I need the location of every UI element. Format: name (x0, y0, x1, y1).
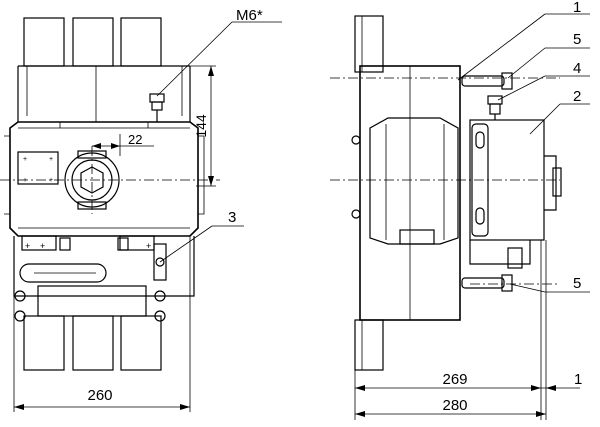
side-dimensions: 269 1 280 (354, 240, 582, 420)
side-inner-block-ribs (385, 124, 445, 240)
dim-22-arrow-left (92, 143, 101, 149)
body-side-lugs (4, 135, 205, 215)
callout-1-leader (457, 13, 546, 81)
lower-block-left (21, 235, 57, 251)
callout-2-leader (529, 103, 561, 135)
dim-1-arrow (546, 385, 556, 391)
side-inner-foot (399, 229, 435, 245)
dim-22-label: 22 (128, 132, 142, 147)
lower-block-right (119, 235, 155, 251)
bolt-4-head (487, 95, 503, 105)
lower-stud-left (59, 237, 71, 251)
nameplate-mark-4: + (49, 177, 53, 184)
lower-slot (19, 263, 107, 283)
dim-260-label: 260 (87, 387, 112, 404)
side-lower-nut (507, 247, 523, 269)
callout-4-leader (497, 75, 546, 101)
callout-4-label: 4 (573, 60, 581, 77)
bottom-terminal-right (120, 315, 162, 371)
connector-5-bottom-end (501, 274, 513, 292)
bottom-terminal-left (23, 315, 65, 371)
top-terminal-left (23, 17, 65, 67)
m6-bolt-nut (151, 101, 163, 111)
nameplate-mark-2: + (49, 156, 53, 163)
front-view: + + + + + + + (0, 17, 220, 371)
lower-stud-right (117, 237, 129, 251)
mechanism-2-cap (544, 155, 557, 211)
dim-280-arrow-right (536, 411, 546, 417)
side-pivot-top (351, 135, 361, 145)
callout-3-label: 3 (228, 209, 236, 226)
connector-5-top (461, 75, 505, 87)
lower-housing (13, 236, 195, 297)
mechanism-2-knob (552, 167, 562, 197)
bracket-3-bolt (155, 257, 165, 267)
dim-22-arrow-right (111, 143, 120, 149)
side-bottom-rail (354, 319, 384, 371)
side-callouts: 1 5 4 2 5 (457, 0, 590, 293)
callout-1-label: 1 (573, 0, 581, 16)
m6-label: M6* (236, 7, 263, 24)
m6-leader (156, 21, 233, 97)
bracket-3 (153, 243, 167, 281)
dim-280-label: 280 (442, 397, 467, 414)
side-top-rail (354, 15, 384, 73)
callout-2-label: 2 (573, 88, 581, 105)
callout-5-bottom-leader (509, 283, 546, 293)
dim-144-arrow-top (208, 66, 214, 76)
front-dimensions: 144 22 M6* 3 260 (13, 7, 282, 412)
dim-260-arrow-right (180, 404, 190, 410)
mechanism-2-hole-bottom (475, 207, 485, 225)
callout-5-top-label: 5 (573, 31, 581, 48)
dim-269-arrow-left (355, 385, 365, 391)
callout-3-leader (159, 225, 213, 263)
housing-inner-lines (26, 66, 183, 116)
upper-housing (17, 65, 191, 122)
nameplate-mark-3: + (23, 177, 27, 184)
lower-mark-2: + (40, 241, 45, 251)
dim-144-label: 144 (193, 114, 209, 138)
bottom-terminal-middle (72, 315, 114, 371)
callout-5-bottom-label: 5 (573, 275, 581, 292)
nameplate (17, 151, 59, 185)
dim-269-arrow-right (531, 385, 541, 391)
side-inner-block (369, 117, 459, 245)
dim-144-arrow-bottom (208, 176, 214, 186)
side-pivot-bottom (351, 209, 361, 219)
mount-hole-right (154, 290, 166, 302)
bottom-plate (37, 285, 147, 317)
bolt-4-nut (489, 103, 501, 115)
top-terminal-middle (72, 17, 114, 67)
side-view (330, 15, 562, 371)
connector-5-bottom (461, 277, 505, 289)
mount-hole-left (14, 290, 26, 302)
top-terminal-right (120, 17, 162, 67)
connector-5-top-end (501, 72, 513, 90)
lower-mark-1: + (25, 241, 30, 251)
nameplate-mark-1: + (23, 156, 27, 163)
dim-260-arrow-left (14, 404, 24, 410)
callout-5-top-leader (507, 47, 546, 79)
mechanism-2-hole-top (475, 131, 485, 149)
m6-bolt-head (149, 93, 165, 103)
shaft-hex-nut (80, 166, 104, 194)
dim-1-label: 1 (574, 371, 582, 388)
body-inner-edges (18, 127, 190, 229)
dim-269-label: 269 (442, 371, 467, 388)
main-body (9, 121, 199, 237)
side-lower-bracket (469, 240, 531, 265)
dim-280-arrow-left (355, 411, 365, 417)
lower-mark-3: + (146, 241, 151, 251)
